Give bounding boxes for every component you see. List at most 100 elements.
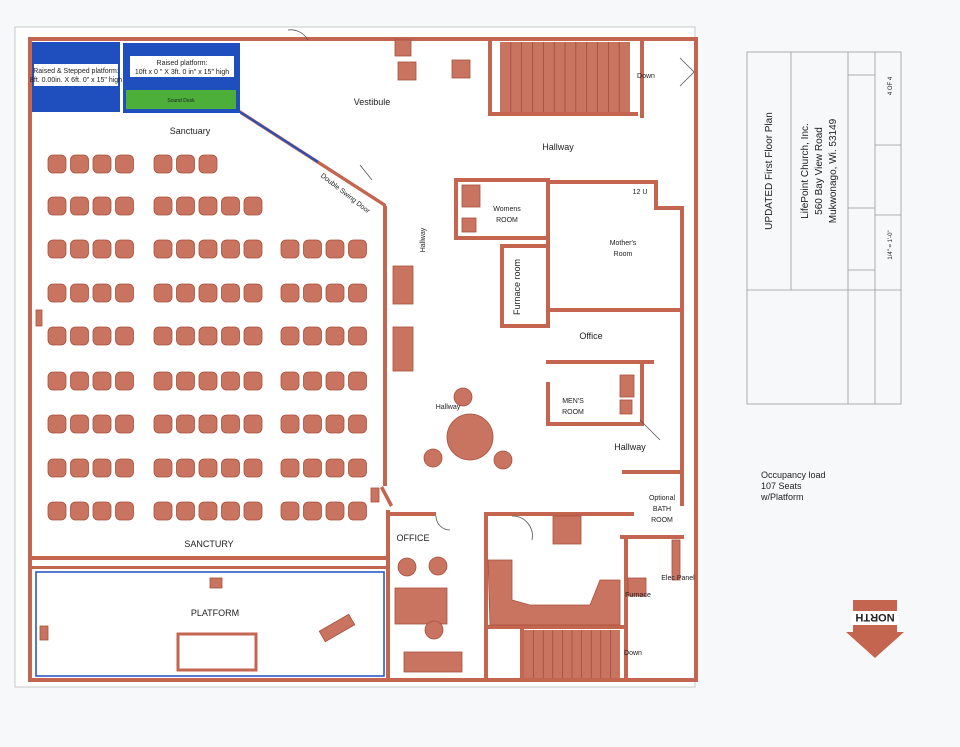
chair [348, 239, 367, 259]
label-optional: Optional [649, 495, 676, 502]
chair [153, 414, 173, 434]
chair [243, 326, 263, 346]
chair [92, 458, 112, 478]
label-mens: MEN'S [562, 398, 584, 405]
chair [221, 283, 240, 303]
label-sanctury: SANCTURY [184, 539, 233, 549]
chair [325, 326, 345, 346]
label-hallway-center: Hallway [436, 404, 461, 411]
title-block: UPDATED First Floor Plan LifePoint Churc… [746, 51, 902, 405]
walls [28, 37, 698, 682]
chair [221, 501, 240, 521]
chair [280, 501, 300, 521]
chair [70, 196, 89, 216]
chair [325, 414, 345, 434]
chair [243, 458, 263, 478]
label-vestibule: Vestibule [354, 97, 391, 107]
chair [47, 283, 67, 303]
platform-table [176, 632, 258, 672]
sanctuary-blue-edge [239, 111, 319, 163]
chair [70, 239, 89, 259]
chair [348, 458, 367, 478]
chair [115, 414, 134, 434]
chair [92, 414, 112, 434]
occupancy-line-1: Occupancy load [761, 470, 826, 480]
chair [243, 371, 263, 391]
chair [92, 326, 112, 346]
chair [348, 371, 367, 391]
chair [243, 196, 263, 216]
address-line-1: 560 Bay View Road [814, 127, 825, 215]
label-mothers-room: Room [614, 251, 633, 258]
plan-title: UPDATED First Floor Plan [764, 112, 775, 230]
chair [70, 371, 89, 391]
chair [198, 501, 218, 521]
chair [70, 283, 89, 303]
chair [70, 326, 89, 346]
chair [303, 239, 322, 259]
raised-stepped-platform: Raised & Stepped platform: 8ft. 0.00in. … [30, 42, 122, 112]
label-bath-room: ROOM [651, 517, 673, 524]
label-office-right: Office [579, 331, 602, 341]
chair [280, 283, 300, 303]
chair [303, 458, 322, 478]
chair [325, 371, 345, 391]
drawing-frame [14, 26, 696, 688]
chair [92, 239, 112, 259]
chair [325, 501, 345, 521]
label-platform: PLATFORM [191, 608, 239, 618]
raised-platform: Raised platform: 10ft x 0 " X 3ft. 0 in"… [123, 43, 240, 113]
sanctuary-seating [47, 154, 367, 521]
label-mens-room: ROOM [562, 409, 584, 416]
chair [280, 458, 300, 478]
label-furnace: Furnace [625, 592, 651, 599]
label-mothers: Mother's [610, 240, 637, 247]
address-line-2: Mukwonago, Wi. 53149 [828, 118, 839, 223]
chair [198, 414, 218, 434]
chair [47, 326, 67, 346]
label-down-bottom: Down [624, 650, 642, 657]
chair [70, 458, 89, 478]
chair [115, 458, 134, 478]
label-12u: 12 U [633, 189, 648, 196]
label-elec-panel: Elec Panel [661, 575, 695, 582]
chair [176, 371, 195, 391]
stepped-platform-label: Raised & Stepped platform: [33, 68, 119, 75]
furniture [35, 39, 681, 673]
raised-platform-label: Raised platform: [157, 60, 208, 67]
chair [153, 196, 173, 216]
chair [153, 501, 173, 521]
chair [280, 326, 300, 346]
chair [243, 239, 263, 259]
scale: 1/4" = 1'-0" [888, 230, 894, 259]
sound-desk [126, 90, 236, 109]
chair [92, 196, 112, 216]
chair [198, 154, 218, 174]
chair [153, 154, 173, 174]
raised-platform-size: 10ft x 0 " X 3ft. 0 in" x 15" high [135, 69, 229, 76]
chair [176, 239, 195, 259]
chair [115, 196, 134, 216]
chair [221, 239, 240, 259]
chair [115, 283, 134, 303]
label-womens: Womens [493, 206, 521, 213]
chair [153, 239, 173, 259]
org-name: LifePoint Church, Inc. [800, 123, 811, 219]
occupancy-line-2: 107 Seats [761, 481, 802, 491]
chair [198, 326, 218, 346]
chair [303, 283, 322, 303]
chair [303, 326, 322, 346]
chair [47, 414, 67, 434]
chair [47, 371, 67, 391]
stepped-platform-size: 8ft. 0.00in. X 6ft. 0" x 15" high [30, 77, 122, 84]
chair [92, 283, 112, 303]
chair [70, 154, 89, 174]
label-hallway-top: Hallway [542, 142, 574, 152]
chair [47, 239, 67, 259]
label-hallway-vertical: Hallway [420, 227, 427, 252]
occupancy-note: Occupancy load 107 Seats w/Platform [760, 470, 826, 502]
chair [221, 458, 240, 478]
chair [303, 501, 322, 521]
chair [198, 239, 218, 259]
chair [348, 501, 367, 521]
